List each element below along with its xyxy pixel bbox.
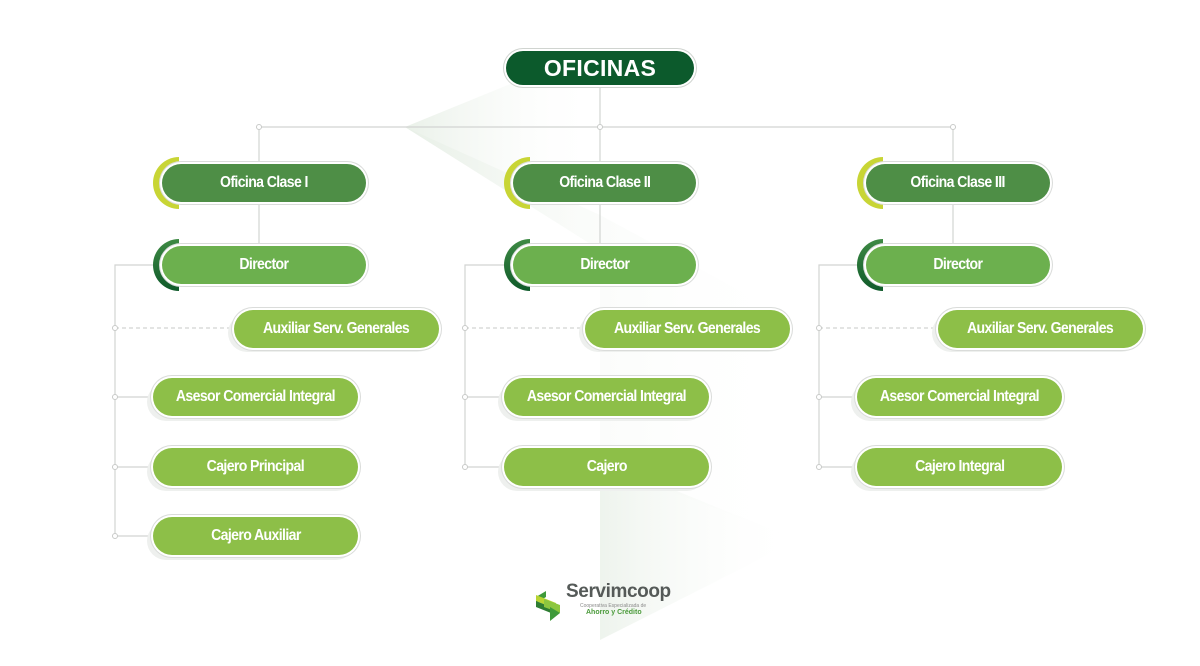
- support-role-node: Auxiliar Serv. Generales: [234, 310, 439, 348]
- root-node-oficinas: OFICINAS: [506, 51, 694, 85]
- servimcoop-s-icon: [536, 581, 560, 621]
- role-node: Cajero Principal: [153, 448, 358, 486]
- office-label: Oficina Clase II: [558, 174, 651, 191]
- director-node: Director: [866, 246, 1050, 284]
- director-label: Director: [579, 256, 630, 273]
- servimcoop-logo: Servimcoop Cooperativa Especializada de …: [536, 579, 676, 623]
- role-label: Cajero Integral: [914, 458, 1005, 475]
- logo-tagline: Cooperativa Especializada de: [580, 603, 647, 609]
- root-title: OFICINAS: [543, 54, 657, 81]
- director-node: Director: [162, 246, 366, 284]
- office-node-clase-2: Oficina Clase II: [513, 164, 696, 202]
- office-node-clase-3: Oficina Clase III: [866, 164, 1050, 202]
- support-role-label: Auxiliar Serv. Generales: [967, 320, 1114, 337]
- office-node-clase-1: Oficina Clase I: [162, 164, 366, 202]
- support-role-label: Auxiliar Serv. Generales: [614, 320, 761, 337]
- role-label: Cajero: [586, 458, 627, 475]
- role-label: Cajero Principal: [206, 458, 305, 475]
- logo-tagline-bold: Ahorro y Crédito: [586, 609, 642, 616]
- role-label: Cajero Auxiliar: [210, 527, 301, 544]
- role-label: Asesor Comercial Integral: [526, 388, 687, 405]
- support-role-label: Auxiliar Serv. Generales: [263, 320, 410, 337]
- office-label: Oficina Clase III: [910, 174, 1006, 191]
- role-label: Asesor Comercial Integral: [175, 388, 336, 405]
- role-node: Asesor Comercial Integral: [153, 378, 358, 416]
- director-label: Director: [933, 256, 983, 273]
- role-label: Asesor Comercial Integral: [879, 388, 1040, 405]
- role-node: Cajero Integral: [857, 448, 1062, 486]
- role-node: Asesor Comercial Integral: [857, 378, 1062, 416]
- role-node: Asesor Comercial Integral: [504, 378, 709, 416]
- bg-triangle-lower: [600, 460, 798, 640]
- office-label: Oficina Clase I: [220, 174, 308, 191]
- director-node: Director: [513, 246, 696, 284]
- director-label: Director: [239, 256, 289, 273]
- support-role-node: Auxiliar Serv. Generales: [585, 310, 790, 348]
- support-role-node: Auxiliar Serv. Generales: [938, 310, 1143, 348]
- role-node: Cajero: [504, 448, 709, 486]
- logo-name: Servimcoop: [566, 581, 671, 602]
- role-node: Cajero Auxiliar: [153, 517, 358, 555]
